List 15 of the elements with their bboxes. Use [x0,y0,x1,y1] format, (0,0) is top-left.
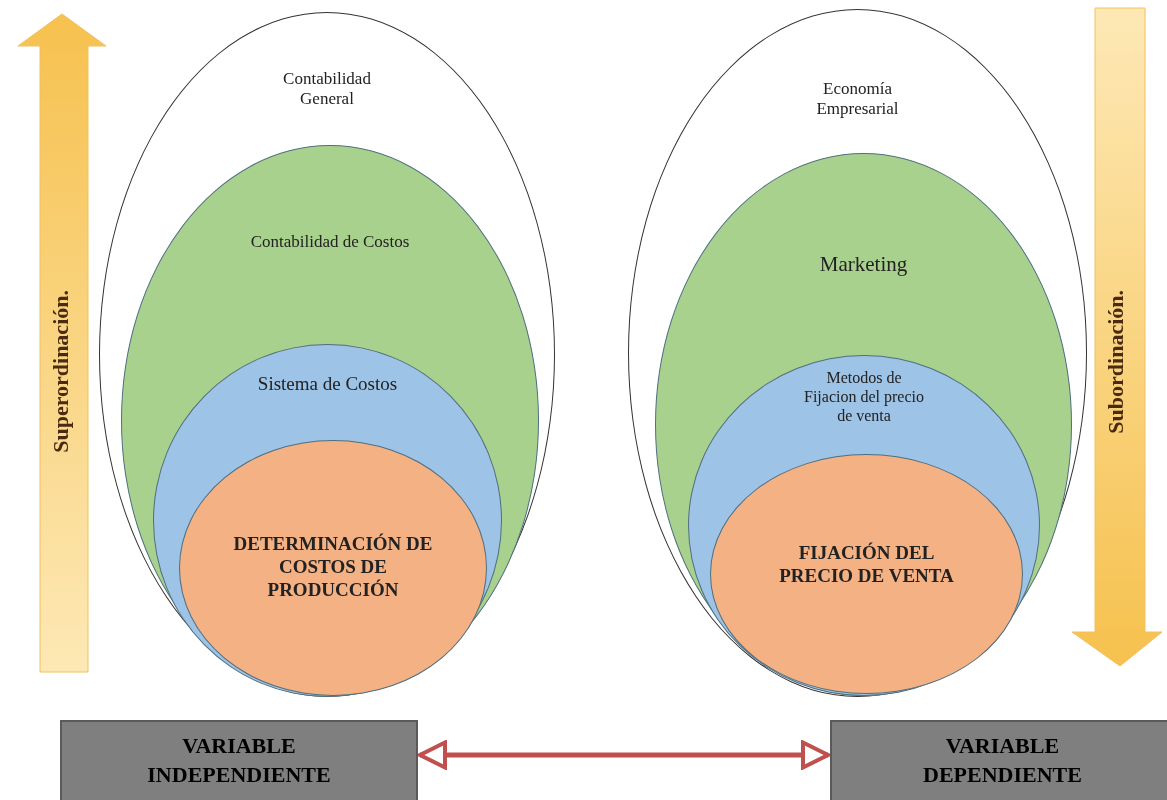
ellipse-label: DETERMINACIÓN DE COSTOS DE PRODUCCIÓN [232,533,434,602]
ellipse-label: FIJACIÓN DEL PRECIO DE VENTA [779,542,954,588]
ellipse-label: Economía Empresarial [815,79,900,120]
ellipse-label: Sistema de Costos [257,373,398,396]
variable-box [60,720,418,800]
ellipse-label: Contabilidad General [282,69,372,110]
variable-label: VARIABLE INDEPENDIENTE [146,732,332,789]
ellipse-label: Metodos de Fijacion del precio de venta [803,368,925,426]
variable-box [830,720,1167,800]
double-arrow [418,740,830,770]
variable-label: VARIABLE DEPENDIENTE [922,732,1083,789]
vertical-label: Subordinación. [1103,290,1129,434]
ellipse-label: Marketing [819,252,908,278]
vertical-label: Superordinación. [48,290,74,453]
ellipse-label: Contabilidad de Costos [250,232,410,253]
